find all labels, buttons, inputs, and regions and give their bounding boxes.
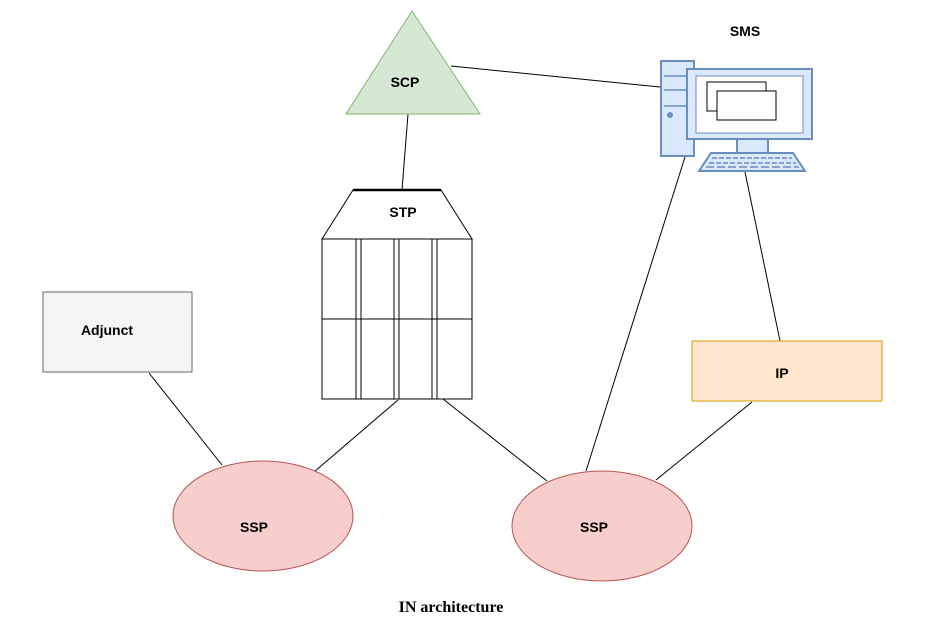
adjunct-label: Adjunct [81,322,133,338]
edge-stp-ssp-left [313,399,399,473]
edge-ip-ssp-right [655,401,753,481]
ip-box [691,340,883,402]
edge-sms-ip [744,171,781,342]
edge-adjunct-ssp-left [148,372,223,466]
edge-scp-sms [450,65,661,88]
stp-node: STP [321,188,473,400]
edge-sms-ssp-right [585,156,686,472]
scp-node: SCP [345,10,481,115]
monitor-stand [736,138,769,154]
stp-label: STP [389,204,416,220]
sms-node: SMS [660,23,813,172]
adjunct-node: Adjunct [42,291,193,373]
ssp-right-ellipse [511,470,693,582]
edge-stp-ssp-right [442,398,548,482]
edges [148,65,781,482]
ssp-right-label: SSP [580,519,608,535]
ssp-left-label: SSP [240,519,268,535]
scp-label: SCP [391,74,420,90]
ssp-left-ellipse [172,460,354,572]
tower-power [667,112,673,118]
keyboard [697,152,807,172]
adjunct-box [42,291,193,373]
ip-label: IP [775,365,788,381]
ssp-right-node: SSP [511,470,693,582]
sms-label: SMS [730,23,760,39]
scp-triangle [345,10,481,115]
window-front [716,90,777,121]
stp-rack-dividers [322,239,472,399]
diagram-caption: IN architecture [399,599,504,616]
computer-icon [660,60,813,172]
edge-scp-stp [401,113,409,191]
ssp-left-node: SSP [172,460,354,572]
ip-node: IP [691,340,883,402]
